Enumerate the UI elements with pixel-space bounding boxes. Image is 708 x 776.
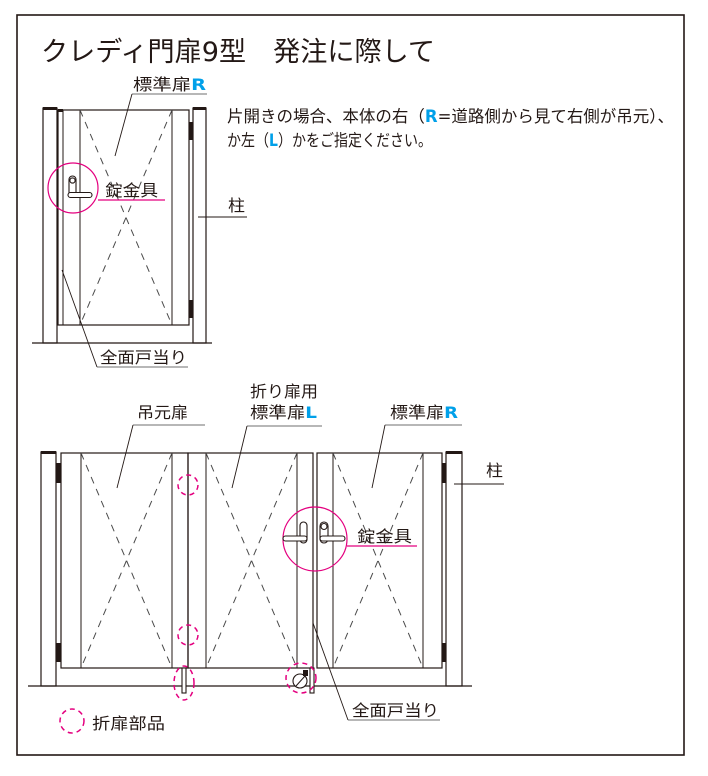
label-text: 標準扉	[133, 75, 191, 94]
instruction-line-2: か左（L）かをご指定ください。	[227, 131, 432, 150]
leader-line	[61, 269, 98, 368]
hinge-icon	[189, 122, 193, 140]
page-title: クレディ門扉9型 発注に際して	[41, 37, 435, 68]
side-l-marker: L	[305, 403, 317, 422]
post-label: 柱	[228, 196, 245, 215]
folding-door-label-line1: 折り扉用	[250, 382, 318, 401]
drop-rod-icon	[181, 667, 187, 694]
door-stop-label: 全面戸当り	[100, 348, 187, 367]
left-post	[42, 107, 58, 344]
hinged-door-label: 吊元扉	[137, 403, 188, 422]
hinge-icon	[442, 643, 446, 662]
right-post	[445, 451, 463, 687]
hinge-icon	[442, 463, 446, 483]
legend-folding-parts-label: 折扉部品	[92, 714, 165, 733]
door-folding-l	[187, 452, 314, 669]
leader-line	[231, 425, 248, 489]
keyhole-icon	[320, 522, 328, 531]
side-r-marker: R	[425, 107, 438, 126]
page-border	[16, 14, 685, 756]
instruction-line-1: 片開きの場合、本体の右（R=道路側から見て右側が吊元）、	[227, 107, 674, 126]
hinge-icon	[56, 643, 61, 662]
folding-part-marker	[177, 474, 199, 496]
side-r-marker: R	[444, 403, 458, 422]
right-post	[192, 107, 207, 344]
leader-line	[371, 424, 386, 489]
door-hinged	[60, 452, 189, 669]
leader-line	[114, 93, 133, 157]
lever-handle-icon	[319, 535, 346, 542]
side-r-marker: R	[191, 75, 206, 94]
instruction-text: ）かをご指定ください。	[278, 131, 432, 150]
door-stop-label: 全面戸当り	[352, 701, 439, 720]
label-text: 標準扉	[250, 403, 305, 422]
door-standard-r	[57, 109, 190, 326]
lever-handle-icon	[282, 535, 308, 542]
keyhole-icon	[69, 177, 76, 184]
label-text: 標準扉	[390, 403, 444, 422]
lock-highlight-circle	[47, 162, 99, 214]
side-l-marker: L	[269, 131, 278, 150]
dashed-magenta-circle-icon	[59, 708, 85, 734]
caster-bracket-icon	[303, 670, 308, 676]
folding-part-marker	[177, 624, 199, 646]
folding-part-marker	[285, 662, 317, 694]
leader-line	[116, 424, 134, 489]
left-post	[40, 451, 57, 687]
instruction-text: か左（	[227, 131, 269, 150]
lever-handle-icon	[67, 191, 93, 199]
instruction-text: =道路側から見て右側が吊元）、	[438, 107, 674, 126]
legend: 折扉部品	[59, 708, 165, 734]
lock-label: 錠金具	[357, 527, 412, 546]
folding-part-marker	[173, 665, 195, 701]
post-label: 柱	[486, 461, 503, 480]
lock-label: 錠金具	[105, 181, 158, 200]
hinge-icon	[189, 300, 193, 318]
leader-line	[312, 622, 349, 721]
caster-axle-icon	[295, 675, 306, 687]
hinge-icon	[56, 463, 61, 483]
instruction-text: 片開きの場合、本体の右（	[227, 107, 425, 126]
